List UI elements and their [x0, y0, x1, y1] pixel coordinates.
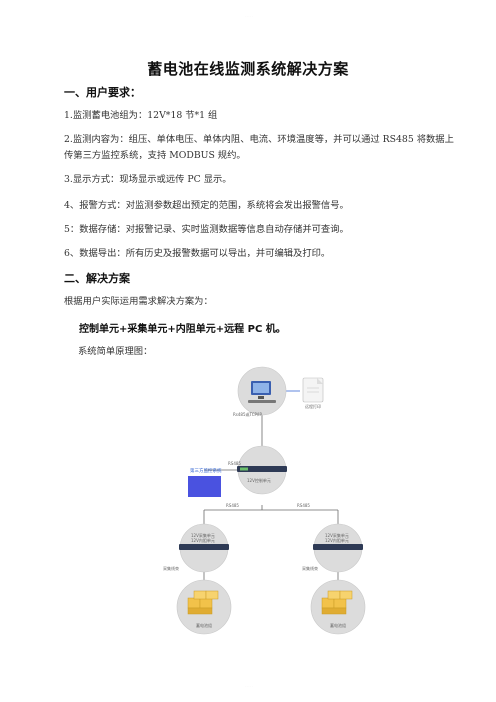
pc-link-label: Rs485或TCP/IP — [233, 412, 262, 417]
page-title: 蓄电池在线监测系统解决方案 — [147, 60, 349, 78]
third-party-box — [188, 476, 221, 497]
section-heading-requirements: 一、用户要求： — [64, 86, 141, 99]
requirement-1: 1.监测蓄电池组为：12V*18 节*1 组 — [64, 110, 218, 121]
control-unit-node — [237, 445, 287, 495]
section-heading-solution: 二、解决方案 — [64, 272, 130, 285]
pc-node — [237, 366, 287, 416]
requirement-6: 6、数据导出：所有历史及报警数据可以导出，并可编辑及打印。 — [64, 248, 331, 259]
collector-node-right — [313, 523, 363, 573]
solution-intro: 根据用户实际运用需求解决方案为： — [64, 296, 213, 307]
printer-icon — [302, 377, 324, 403]
collector-left-label-2: 12V内阻单元 — [191, 538, 215, 543]
rs485-left-label: RS485 — [226, 503, 239, 508]
solution-components: 控制单元+采集单元+内阻单元+远程 PC 机。 — [79, 324, 286, 335]
diagram-caption: 系统简单原理图： — [78, 346, 153, 357]
rs485-top-label: RS485 — [228, 461, 241, 466]
footer-mark: · · · · · — [244, 684, 254, 688]
collector-node-left — [179, 523, 229, 573]
battery-right-label: 蓄电池组 — [330, 623, 346, 628]
collector-left-label-1: 12V采集单元 — [191, 533, 215, 538]
third-party-label: 第三方监控系统 — [190, 469, 222, 474]
collector-right-label-2: 12V内阻单元 — [325, 538, 349, 543]
harness-left-label: 采集线束 — [163, 566, 179, 571]
requirement-3: 3.显示方式：现场显示或远传 PC 显示。 — [64, 174, 232, 185]
requirement-5: 5：数据存储：对报警记录、实时监测数据等信息自动存储并可查询。 — [64, 224, 349, 235]
rs485-right-label: RS485 — [297, 503, 310, 508]
collector-right-label-1: 12V采集单元 — [325, 533, 349, 538]
printer-label: 远程打印 — [305, 404, 321, 409]
requirement-2: 2.监测内容为：组压、单体电压、单体内阻、电流、环境温度等，并可以通过 RS48… — [64, 134, 454, 161]
harness-right-label: 采集线束 — [302, 566, 318, 571]
header-mark: · · · · · — [244, 14, 254, 18]
control-unit-label: 12V控制单元 — [247, 478, 271, 483]
battery-left-label: 蓄电池组 — [196, 623, 212, 628]
requirement-4: 4、报警方式：对监测参数超出预定的范围，系统将会发出报警信号。 — [64, 200, 349, 211]
